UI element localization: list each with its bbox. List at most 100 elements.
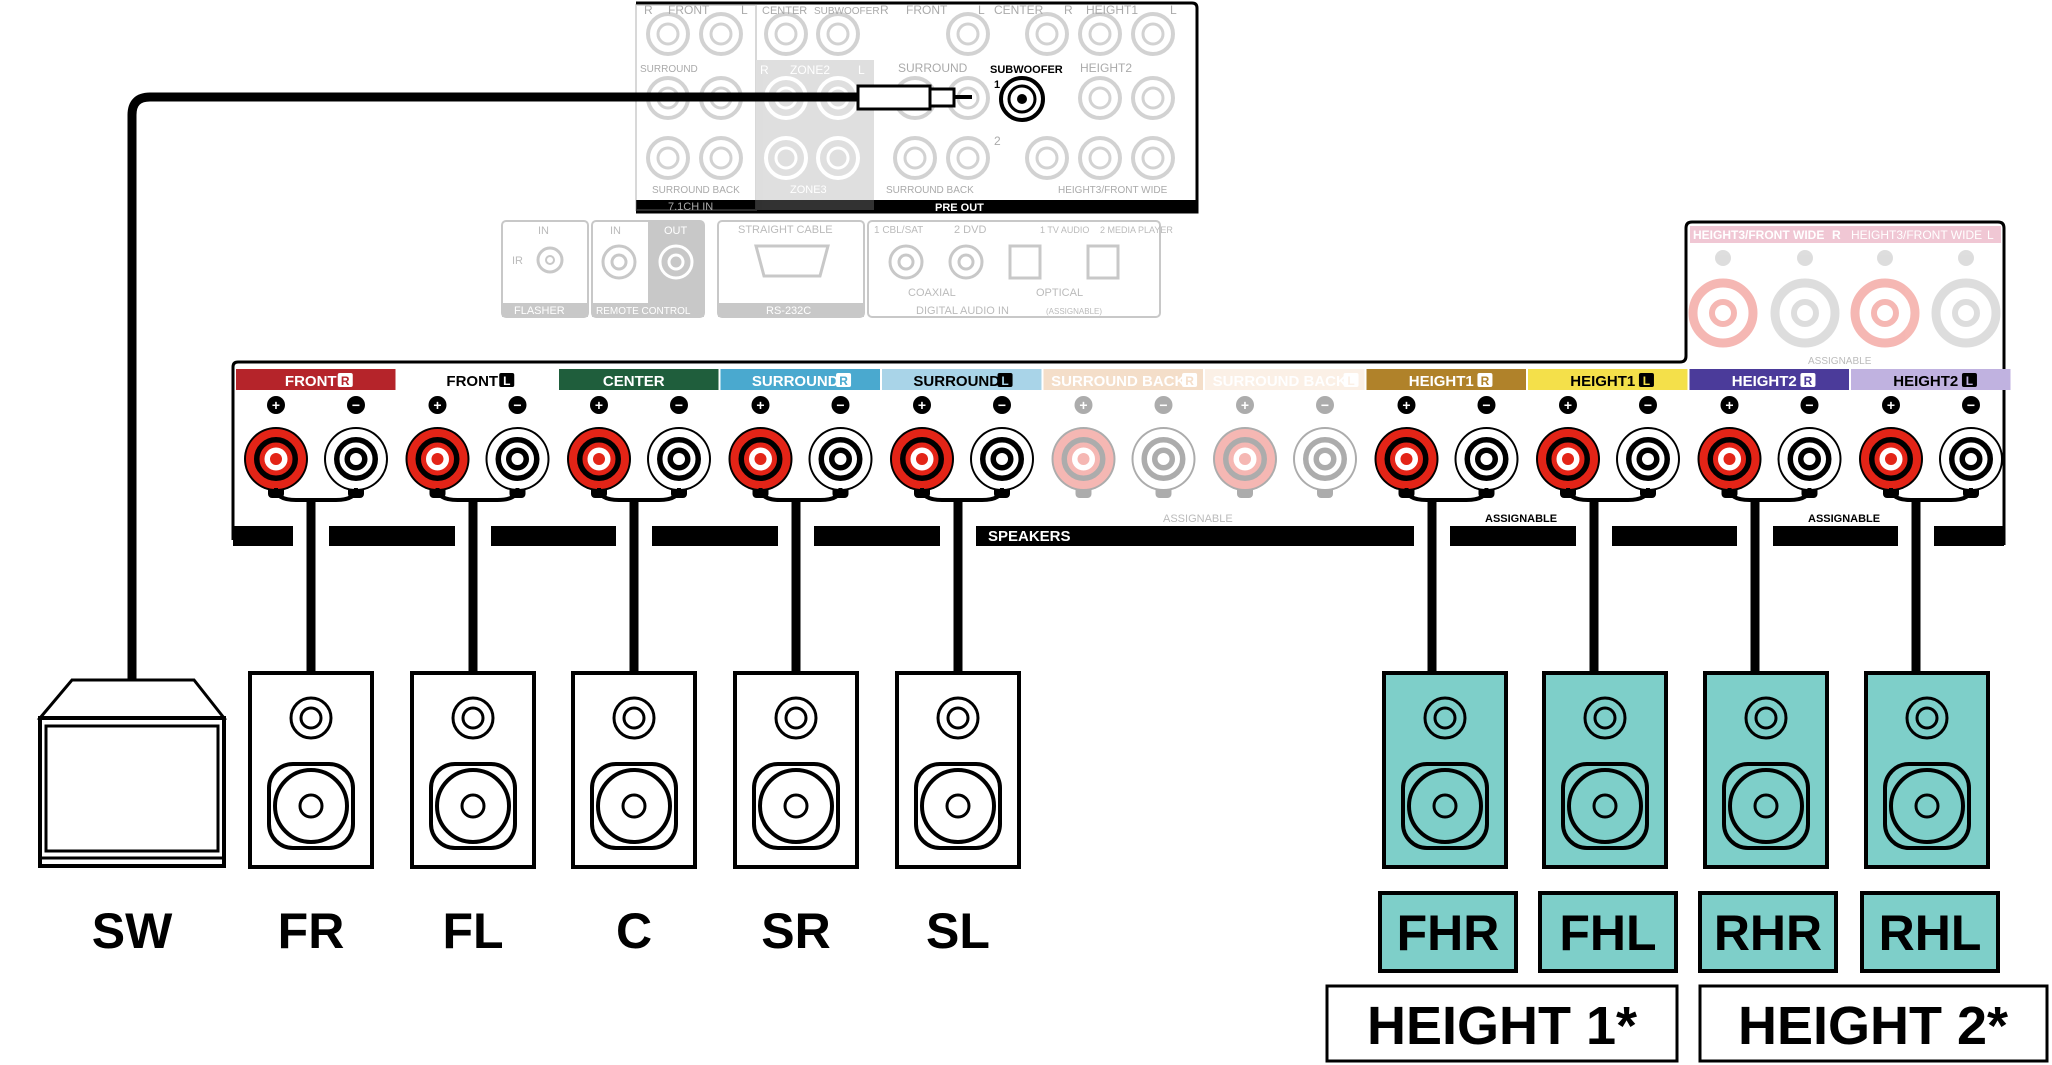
channel-side-badge [1477, 373, 1493, 387]
woofer-center [1592, 793, 1618, 819]
subwoofer-number-2: 2 [994, 134, 1001, 148]
rca-jack [764, 12, 808, 56]
minus-sign-dot [508, 396, 527, 414]
preout-texts: R FRONT L CENTER SUBWOOFER R FRONT L CEN… [640, 3, 1177, 214]
preout-bottom-height3: HEIGHT3/FRONT WIDE [1058, 185, 1168, 196]
terminal-center [350, 453, 362, 465]
rca-jack-inner [774, 22, 798, 46]
terminal-ring [569, 429, 629, 489]
terminal-center [431, 453, 444, 465]
terminal-center [1562, 453, 1574, 465]
preout-panel-outline [636, 1, 1199, 214]
height3-terminal [1931, 250, 2001, 348]
terminal-foot [1075, 480, 1092, 498]
terminal-wire-loop [1889, 487, 1973, 502]
rca-jack [946, 136, 990, 180]
channel-label-text: CENTER [603, 373, 665, 390]
rca-jack-inner [656, 146, 680, 170]
digital-input-1: 1 CBL/SAT [874, 225, 923, 236]
terminal-ring [326, 429, 386, 489]
remote-in: IN [610, 225, 621, 237]
channel-side-letter: R [839, 374, 848, 388]
channel-label-text: SURROUND [752, 373, 839, 390]
channel-side-badge [499, 373, 515, 387]
rca-jack [699, 136, 743, 180]
channel-side-letter: L [1347, 374, 1354, 388]
rs232-top: STRAIGHT CABLE [738, 224, 833, 236]
plus-sign-dot [1559, 396, 1577, 414]
plus-sign-dot [1397, 396, 1416, 414]
preout-panel: R FRONT L CENTER SUBWOOFER R FRONT L CEN… [635, 1, 1199, 214]
label-c: C [616, 903, 652, 959]
minus-sign-dot [1639, 396, 1657, 414]
channel-side-letter: L [1643, 374, 1650, 388]
woofer-center [298, 793, 324, 819]
tweeter-center [784, 706, 808, 730]
tweeter-center [1915, 706, 1939, 730]
channel-side-letter: L [1966, 374, 1973, 388]
terminal-ring [1779, 429, 1840, 489]
tweeter-center [946, 706, 970, 730]
height3-sign-dot [1715, 250, 1731, 266]
flasher-jack [536, 246, 564, 274]
rca-jack-inner [1088, 146, 1112, 170]
rca-jack-inner [1035, 146, 1059, 170]
terminal-ring [246, 429, 306, 489]
group-box-height2 [1698, 984, 2049, 1063]
group-box-height1 [1325, 984, 1679, 1063]
woofer-frame [914, 762, 1002, 850]
height3-terminal-ring [1931, 278, 2001, 348]
remote-out-shade [648, 222, 703, 304]
tweeter-icon [1905, 696, 1949, 740]
rca-jack-outer [1131, 76, 1175, 120]
woofer-cone [758, 768, 834, 844]
speakers-bar-segment [1612, 526, 1737, 546]
height3-terminal-core [1952, 299, 1980, 327]
plus-sign-dot [428, 396, 447, 414]
rca-jack [1131, 76, 1175, 120]
rca-jack-outer [1025, 136, 1069, 180]
flasher-in: IN [538, 225, 549, 237]
height3-sign-dot [1797, 250, 1813, 266]
minus-sign: − [1482, 397, 1490, 413]
terminal-wire-loop [435, 487, 520, 502]
terminal-ring [810, 429, 871, 489]
channel-bar [1205, 369, 1365, 390]
height3-label-r-side: R [1832, 228, 1841, 242]
rca-jack [1025, 136, 1069, 180]
height3-terminal [1770, 250, 1840, 348]
channel-side-letter: R [1804, 374, 1813, 388]
remote-in-jack-center [610, 253, 628, 271]
assignable-label-h2: ASSIGNABLE [1808, 513, 1880, 525]
height3-assignable: ASSIGNABLE [1808, 356, 1872, 367]
digital-input-4: 2 MEDIA PLAYER [1100, 225, 1173, 235]
terminal-center [1400, 453, 1413, 465]
channel-side-badge [1961, 373, 1977, 387]
terminal-ring [972, 429, 1032, 489]
tweeter-icon [1583, 696, 1627, 740]
preout-top-label-front2: FRONT [906, 3, 948, 17]
terminal-center [754, 453, 767, 465]
rca-jack-inner [826, 22, 850, 46]
speakers-bar-segment [1934, 526, 2004, 546]
optical-port-1 [1008, 244, 1042, 280]
preout-71ch-label: 7.1CH IN [668, 201, 713, 213]
label-fhl: FHL [1559, 905, 1656, 961]
preout-top-label-r3: R [1064, 3, 1073, 17]
terminal-ring [1941, 429, 2001, 489]
io-panel: IN IR FLASHER IN OUT REMOTE CONTROL STRA… [501, 220, 1173, 318]
flasher-ir: IR [512, 255, 523, 267]
terminal-wire-loop [1566, 487, 1650, 502]
plus-sign-dot [1074, 396, 1093, 414]
channel-side-letter: L [503, 374, 510, 388]
rca-jack [1078, 12, 1122, 56]
plus-sign: + [1564, 397, 1572, 413]
remote-in-jack [601, 244, 637, 280]
speakers-bar-segment [329, 526, 455, 546]
subwoofer-label: SW [92, 903, 173, 959]
